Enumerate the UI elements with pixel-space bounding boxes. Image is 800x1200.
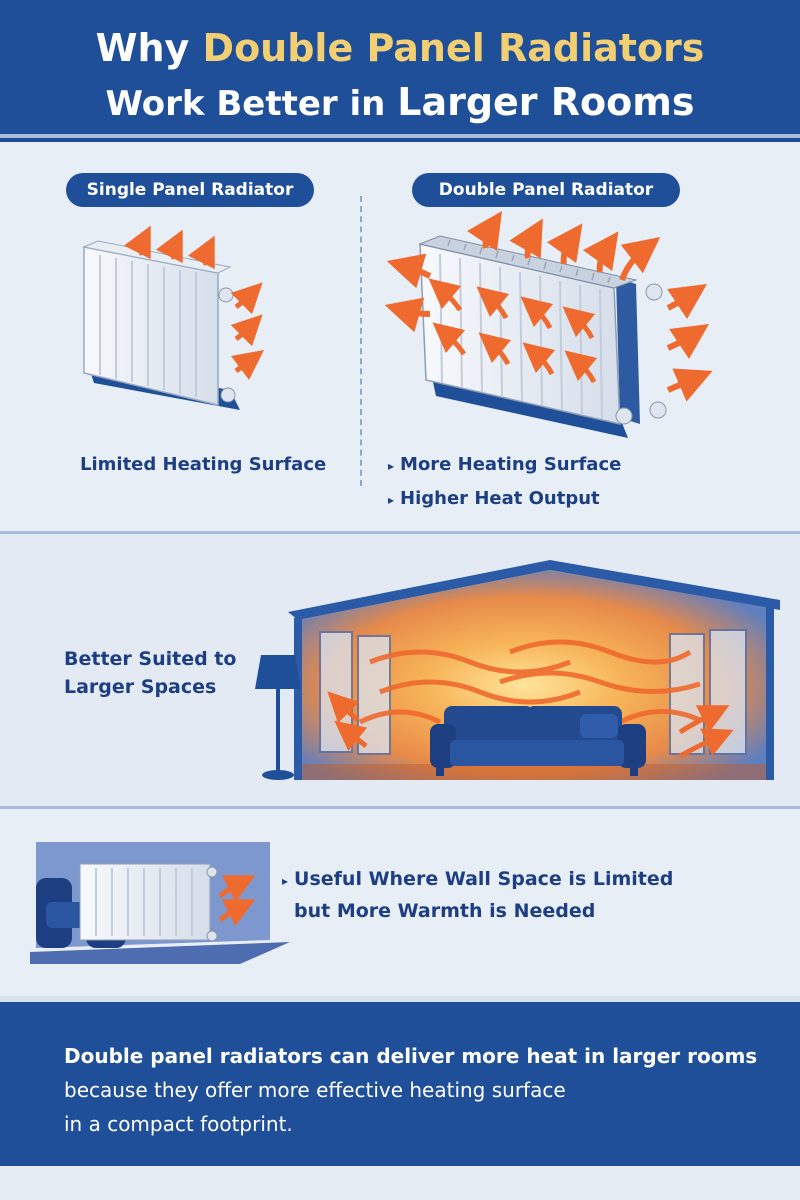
footer-divider: [0, 996, 800, 1002]
title-prefix: Why: [95, 26, 203, 70]
bullet-arrow-icon: ▸: [282, 874, 289, 888]
room-caption-line2: Larger Spaces: [64, 676, 217, 698]
wall-caption-line2: but More Warmth is Needed: [294, 900, 596, 922]
single-panel-caption: Limited Heating Surface: [80, 454, 327, 475]
single-panel-label: Single Panel Radiator: [66, 173, 314, 207]
wall-caption-line1: ▸ Useful Where Wall Space is Limited: [282, 868, 673, 890]
sofa-icon: [430, 706, 646, 776]
room-caption-line1: Better Suited to: [64, 648, 237, 670]
summary-line1: Double panel radiators can deliver more …: [64, 1044, 758, 1068]
double-bullet-2-text: Higher Heat Output: [400, 488, 600, 509]
single-radiator-icon: [82, 225, 264, 410]
header-banner: [0, 0, 800, 142]
summary-line2: because they offer more effective heatin…: [64, 1078, 566, 1102]
title-highlight: Double Panel Radiators: [202, 26, 705, 70]
bullet-arrow-icon: ▸: [388, 459, 395, 473]
double-panel-label: Double Panel Radiator: [412, 173, 680, 207]
section-divider: [0, 806, 800, 809]
comparison-divider: [360, 196, 362, 486]
subtitle-emphasis: Larger Rooms: [397, 80, 695, 124]
double-bullet-1-text: More Heating Surface: [400, 454, 622, 475]
bullet-arrow-icon: ▸: [388, 493, 395, 507]
wall-caption-line1-text: Useful Where Wall Space is Limited: [294, 868, 674, 890]
room-illustration: [288, 560, 780, 780]
subtitle-prefix: Work Better in: [105, 84, 398, 124]
double-bullet-2: ▸ Higher Heat Output: [388, 488, 600, 509]
double-bullet-1: ▸ More Heating Surface: [388, 454, 621, 475]
section-divider: [0, 531, 800, 534]
summary-banner: [0, 996, 800, 1166]
bottom-margin: [0, 1166, 800, 1200]
floor-lamp-icon: [255, 655, 301, 780]
compact-radiator-scene: [30, 842, 290, 964]
header-divider: [0, 134, 800, 138]
page-subtitle: Work Better in Larger Rooms: [0, 80, 800, 124]
summary-line3: in a compact footprint.: [64, 1112, 293, 1136]
page-title: Why Double Panel Radiators: [0, 26, 800, 70]
double-radiator-icon: [384, 211, 713, 438]
